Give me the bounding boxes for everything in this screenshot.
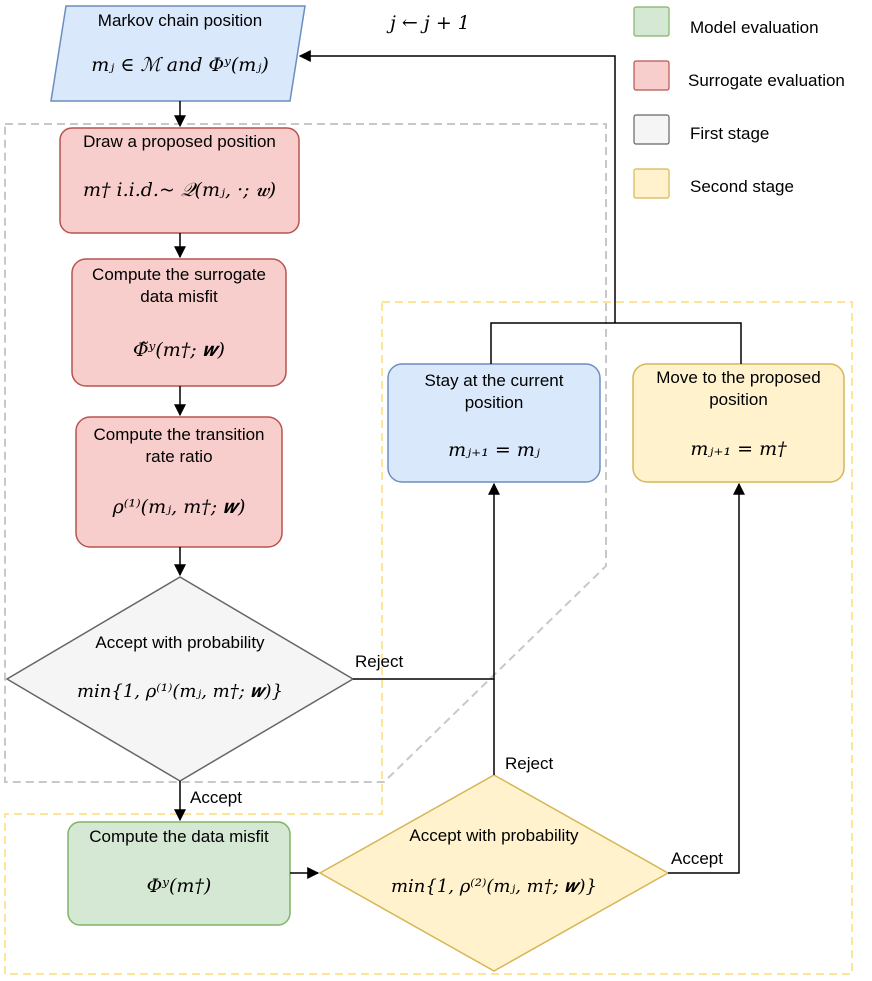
first-stage-boundary [4, 123, 607, 783]
reject1-label: Reject [355, 652, 404, 671]
legend-label-second-stage: Second stage [690, 177, 794, 196]
stay-title-line1: Stay at the current [424, 371, 564, 390]
accept2-label: Accept [671, 849, 723, 868]
accept1-label: Accept [190, 788, 242, 807]
surrogate-title-line1: Compute the surrogate [92, 265, 266, 284]
stay-formula: mⱼ₊₁ = mⱼ [448, 439, 540, 461]
rate-ratio-node [75, 416, 283, 548]
accept1-title: Accept with probability [95, 633, 265, 652]
surrogate-formula: Φ̃ʸ(m†; 𝒘) [133, 339, 225, 361]
first-stage-decision-node [5, 576, 355, 782]
draw-title: Draw a proposed position [83, 132, 276, 151]
accept2-formula: min{1, ρ⁽²⁾(mⱼ, m†; 𝒘)} [390, 876, 598, 897]
edge-accept2-to-move [668, 482, 745, 874]
stay-node [387, 363, 601, 483]
markov-title: Markov chain position [97, 11, 263, 30]
reject2-label: Reject [505, 754, 554, 773]
move-node [632, 363, 845, 483]
markov-chain-node [50, 5, 306, 102]
surrogate-title-line2: data misfit [140, 287, 218, 306]
move-title-line1: Move to the proposed [656, 368, 821, 387]
edge-move-to-merge [615, 322, 742, 364]
legend-label-surrogate: Surrogate evaluation [688, 71, 845, 90]
second-stage-boundary [4, 301, 853, 975]
legend-label-model: Model evaluation [690, 18, 819, 37]
update-label: j ← j + 1 [390, 12, 470, 34]
surrogate-misfit-node [71, 258, 287, 387]
ratio-formula: ρ⁽¹⁾(mⱼ, m†; 𝒘) [112, 496, 246, 518]
move-title-line2: position [709, 390, 768, 409]
misfit-title: Compute the data misfit [89, 827, 269, 846]
markov-formula: mⱼ ∈ ℳ and Φʸ(mⱼ) [91, 54, 269, 76]
ratio-title-line1: Compute the transition [93, 425, 265, 444]
second-stage-decision-node [318, 774, 670, 972]
accept2-title: Accept with probability [409, 826, 579, 845]
accept1-formula: min{1, ρ⁽¹⁾(mⱼ, m†; 𝒘)} [76, 681, 284, 702]
edge-reject1-to-stay [353, 482, 500, 680]
edge-merge-to-markov [298, 50, 616, 323]
draw-formula: m† i.i.d.~ 𝒬(mⱼ, ·; 𝒘) [82, 179, 277, 201]
move-formula: mⱼ₊₁ = m† [690, 438, 787, 460]
ratio-title-line2: rate ratio [145, 447, 213, 466]
misfit-formula: Φʸ(m†) [146, 875, 212, 897]
legend-swatch-second-stage [633, 168, 670, 199]
legend-swatch-surrogate [633, 60, 670, 91]
legend-swatch-first-stage [633, 114, 670, 145]
legend-swatch-model [633, 6, 670, 37]
edge-stay-to-merge [490, 322, 615, 364]
legend-label-first-stage: First stage [690, 124, 770, 143]
stay-title-line2: position [464, 393, 524, 412]
